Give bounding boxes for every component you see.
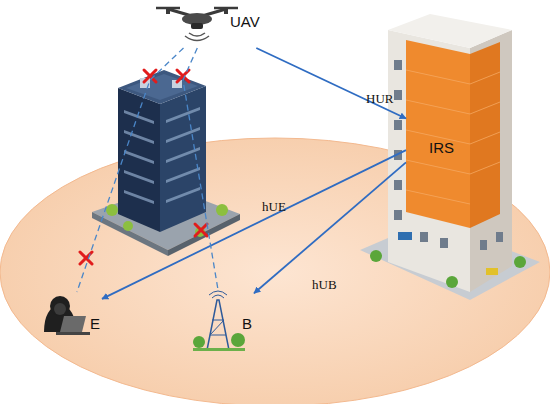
blocked-mark-part <box>195 224 207 236</box>
right-building-part-part <box>470 132 500 144</box>
eavesdropper-node: E <box>36 292 102 338</box>
right-building-part-part <box>394 120 402 130</box>
blocked-mark-part <box>195 224 207 236</box>
right-building-part <box>406 40 470 228</box>
eavesdropper-figure-part <box>56 332 90 335</box>
uav-drone-part <box>191 23 203 29</box>
base-station-tower-part <box>212 295 224 298</box>
right-building-part <box>370 250 382 262</box>
right-building-part-part <box>440 238 448 248</box>
right-building-part-part <box>406 70 470 84</box>
channel-link <box>254 162 406 293</box>
uav-drone-part <box>224 8 228 14</box>
left-building-part-part <box>124 170 154 184</box>
right-building-part <box>406 70 500 204</box>
uav-drone <box>156 8 238 41</box>
right-building-part-part <box>496 232 503 242</box>
blocked-link <box>77 48 184 292</box>
right-building-part-part <box>470 72 500 84</box>
left-building-part <box>106 204 118 216</box>
left-building-part-part <box>166 127 200 143</box>
base-station-node: B <box>192 288 254 352</box>
base-station-tower-part <box>207 300 229 350</box>
left-building-part-part <box>166 107 200 123</box>
left-building-part <box>123 221 133 231</box>
left-building-part <box>216 204 228 216</box>
right-building-part <box>470 42 500 228</box>
right-building-part-part <box>394 180 402 190</box>
right-building-part <box>486 268 498 275</box>
right-building-part <box>388 30 470 292</box>
left-building <box>92 70 240 256</box>
right-building-part-part <box>394 90 402 100</box>
uav-node: UAV <box>150 2 265 48</box>
base-station-tower-part <box>212 320 224 321</box>
right-building-part-part <box>406 190 470 204</box>
left-building-part-part <box>124 190 154 204</box>
base-station-tower-part <box>209 291 227 295</box>
eavesdropper-figure-part <box>60 316 86 332</box>
node-label: B <box>242 316 252 331</box>
node-label: E <box>90 316 100 331</box>
blocked-mark <box>80 70 207 264</box>
node-label: IRS <box>429 140 454 155</box>
left-building-part <box>160 86 206 232</box>
right-building-part <box>514 256 526 268</box>
right-building-part-part <box>406 100 470 114</box>
base-station-tower-part <box>210 320 224 335</box>
eavesdropper-figure-part <box>50 296 70 316</box>
left-building-part <box>126 74 198 100</box>
channel-link <box>102 150 406 299</box>
eavesdropper-figure-part <box>54 303 66 315</box>
left-building-part-part <box>124 150 154 164</box>
base-station-tower <box>193 291 245 351</box>
left-building-part <box>118 88 160 232</box>
right-building-part-part <box>480 240 487 250</box>
right-building-part <box>398 232 412 240</box>
right-building-part <box>470 30 512 292</box>
right-building-part-part <box>394 210 402 220</box>
right-building-part <box>446 276 458 288</box>
blocked-link <box>183 48 218 288</box>
uav-drone-part <box>166 8 170 14</box>
right-building-part-part <box>470 102 500 114</box>
node-label: UAV <box>230 14 260 29</box>
channel-label: HUR <box>366 92 393 105</box>
base-station-tower-part <box>231 333 245 347</box>
right-building-part-part <box>470 162 500 174</box>
base-station-tower-part <box>193 336 205 348</box>
left-building-part-part <box>166 187 200 203</box>
channel-link <box>256 48 406 119</box>
right-building <box>360 14 540 300</box>
right-building-part-part <box>394 60 402 70</box>
uav-drone-part <box>189 33 205 36</box>
left-building-part <box>118 70 206 104</box>
right-building-part-part <box>406 160 470 174</box>
base-station-tower-part <box>193 348 245 351</box>
left-building-part-part <box>166 167 200 183</box>
uav-drone-part <box>185 36 209 41</box>
channel-label: hUB <box>312 278 337 291</box>
base-station-tower-part <box>210 335 226 336</box>
irs-node: IRS <box>406 40 472 228</box>
channel-label: hUE <box>262 200 286 213</box>
right-building-part-part <box>420 232 428 242</box>
eavesdropper-figure <box>44 296 90 335</box>
